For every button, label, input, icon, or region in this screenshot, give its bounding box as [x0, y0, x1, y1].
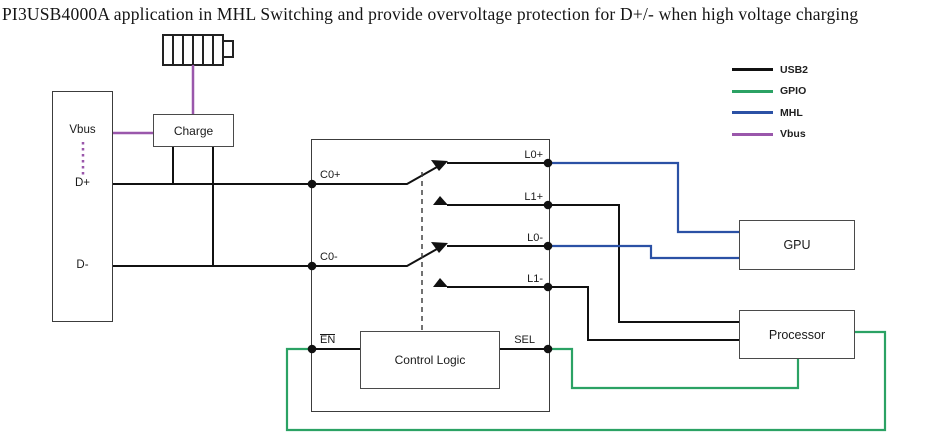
wire-l1minus-to-processor — [548, 286, 739, 341]
processor-block: Processor — [739, 310, 855, 359]
pin-label-en: EN — [320, 334, 336, 346]
pin-label-l0plus: L0+ — [524, 149, 543, 161]
legend-item-mhl: MHL — [732, 106, 808, 119]
legend-item-gpio: GPIO — [732, 85, 808, 98]
connector-dminus-label: D- — [76, 259, 89, 271]
gpu-block: GPU — [739, 220, 855, 270]
pin-label-l1minus: L1- — [527, 273, 543, 285]
diagram-title: PI3USB4000A application in MHL Switching… — [2, 4, 859, 24]
legend: USB2 GPIO MHL Vbus — [732, 63, 808, 141]
control-logic-block: Control Logic — [360, 331, 500, 389]
legend-label-gpio: GPIO — [780, 85, 807, 97]
legend-label-mhl: MHL — [780, 106, 803, 119]
legend-item-usb2: USB2 — [732, 63, 808, 76]
control-logic-label: Control Logic — [394, 353, 466, 367]
wire-l1plus-to-processor — [548, 204, 739, 323]
legend-line-usb2 — [732, 68, 773, 71]
connector-dplus-label: D+ — [74, 177, 91, 189]
legend-label-usb2: USB2 — [780, 63, 809, 76]
legend-label-vbus: Vbus — [780, 128, 806, 140]
connector-vbus-label: Vbus — [69, 124, 96, 136]
charge-label: Charge — [173, 123, 214, 138]
wire-l0plus-to-gpu — [548, 161, 739, 234]
processor-label: Processor — [768, 327, 826, 342]
pin-label-l1plus: L1+ — [524, 191, 543, 203]
legend-line-mhl — [732, 111, 773, 114]
legend-line-vbus — [732, 132, 773, 136]
pin-label-c0plus: C0+ — [320, 169, 341, 181]
en-overline-text: EN — [320, 334, 336, 346]
charge-block: Charge — [153, 114, 234, 147]
legend-item-vbus: Vbus — [732, 128, 808, 141]
pin-label-sel: SEL — [514, 334, 535, 346]
gpu-label: GPU — [783, 238, 811, 252]
legend-line-gpio — [732, 89, 773, 93]
mhl-wires — [548, 161, 739, 260]
usb-connector-block — [52, 91, 113, 322]
pin-label-l0minus: L0- — [527, 232, 543, 244]
battery-icon — [162, 34, 234, 66]
pin-label-c0minus: C0- — [320, 251, 338, 263]
wire-l0minus-to-gpu — [548, 244, 739, 260]
